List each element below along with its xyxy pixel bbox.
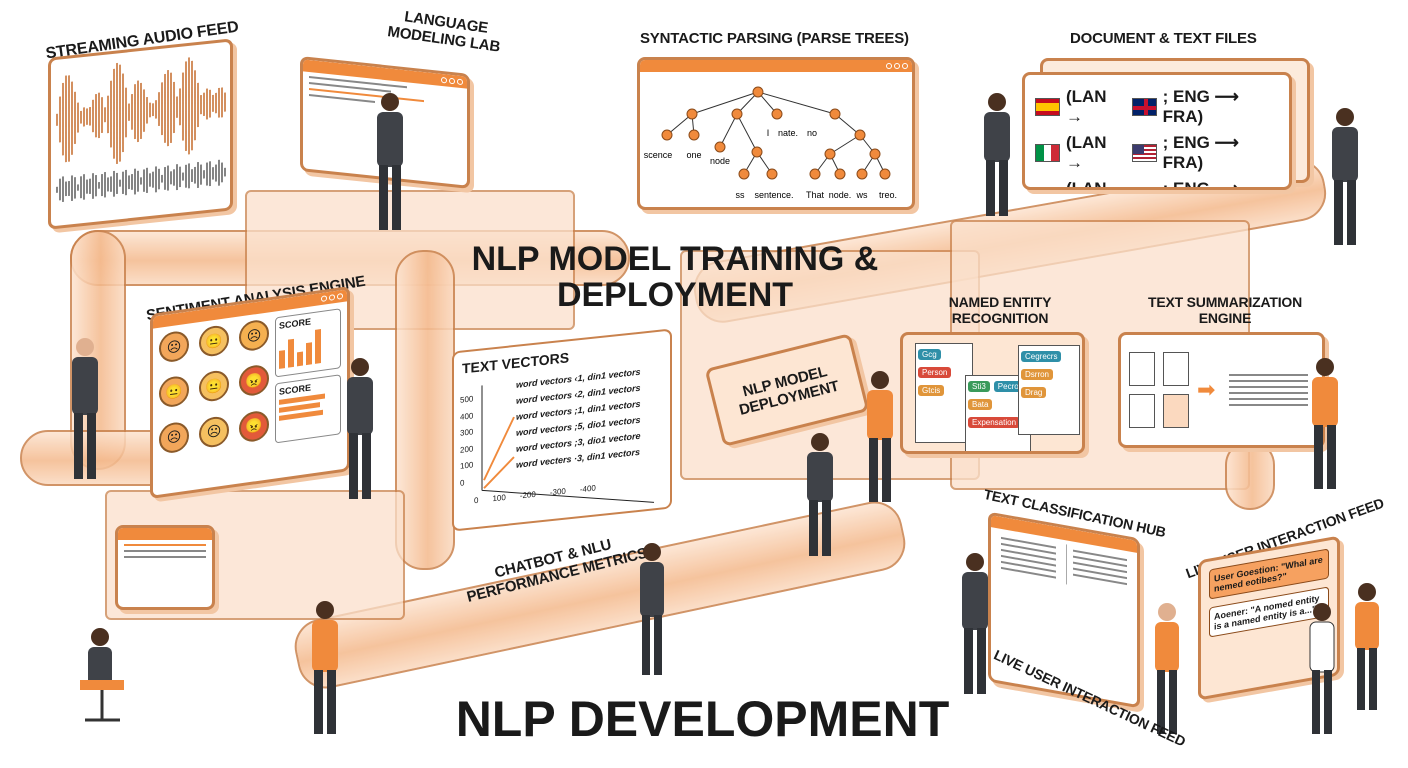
person-chatbot-woman [640, 543, 664, 675]
person-doc-reader [984, 93, 1010, 216]
person-feed-viewer [1309, 603, 1335, 734]
spain-flag-icon [1035, 98, 1060, 116]
sentiment-face-icon: 😠 [239, 408, 269, 444]
usa-flag-icon [1131, 144, 1157, 162]
bottom-title: NLP DEVELOPMENT [455, 691, 950, 747]
sentiment-screen: ☹😐☹😐😐😠☹☹😠 SCORE SCORE [150, 285, 350, 500]
ner-label: NAMED ENTITY RECOGNITION [935, 294, 1065, 326]
parse-word: no [807, 128, 817, 138]
person-feed-woman [1355, 583, 1379, 710]
audio-waveform-screen [48, 38, 233, 230]
person-tablet-woman [1155, 603, 1179, 734]
documents-panel: (LAN → ; ENG ⟶ FRA) (LAN → ; ENG ⟶ FRA) (L… [1022, 72, 1292, 190]
score-label: SCORE [279, 382, 312, 397]
main-title: NLP MODEL TRAINING & DEPLOYMENT [471, 240, 879, 314]
summarization-panel: ➡ [1118, 332, 1325, 448]
window-bar [118, 528, 212, 540]
parse-word: That [806, 190, 825, 200]
entity-tag: Gtcis [918, 385, 945, 396]
pipe-right-vertical [1225, 440, 1275, 510]
summarization-label: TEXT SUMMARIZATION ENGINE [1140, 294, 1310, 326]
translation-row: (LAN → ; ENG ⟶ FRA) [1035, 87, 1279, 127]
row-target: ; ENG ⟶ FRA) [1162, 87, 1239, 126]
sentiment-face-icon: 😐 [159, 374, 189, 410]
person-lab-researcher [377, 93, 403, 230]
parse-tree-graphic: scence one node I nate. no ss sentence. … [644, 86, 897, 200]
person-laptop-man [312, 601, 338, 734]
italy-flag-icon [1035, 144, 1060, 162]
parse-word: treo. [879, 190, 897, 200]
parsing-label: SYNTACTIC PARSING (PARSE TREES) [640, 30, 909, 47]
window-bar [640, 60, 912, 72]
entity-tag: Expensation [968, 417, 1021, 428]
uk-flag-icon [1131, 98, 1157, 116]
row-target: ; ENG ⟶ FRA) [1162, 133, 1239, 172]
parse-word: ws [856, 190, 868, 200]
deployment-label: NLP MODEL DEPLOYMENT [737, 363, 841, 419]
person-left-observer [72, 338, 98, 479]
parse-word: one [686, 150, 701, 160]
sentiment-face-icon: 😐 [199, 323, 229, 359]
entity-tag: Drag [1021, 387, 1047, 398]
entity-tag: Dsrron [1021, 369, 1054, 380]
entity-tag: Person [918, 367, 952, 378]
documents-label: DOCUMENT & TEXT FILES [1070, 30, 1257, 47]
parse-word: sentence. [754, 190, 793, 200]
entity-tag: Cegrecrs [1021, 351, 1062, 362]
parse-word: scence [644, 150, 673, 160]
parse-word: node [710, 156, 730, 166]
translation-row: (LAN → ; ENG ⟶ FRA) [1035, 179, 1279, 190]
person-laptop-user [807, 433, 833, 556]
parse-word: I [767, 128, 770, 138]
person-summary-presenter [1312, 358, 1338, 489]
person-seated-worker [80, 628, 124, 722]
waveform-graphic [56, 57, 226, 202]
row-source: (LAN → [1065, 133, 1107, 172]
row-source: (LAN → [1065, 87, 1107, 126]
language-lab-label: LANGUAGE MODELING LAB [383, 6, 507, 56]
person-sentiment-presenter [347, 358, 373, 499]
entity-tag: Sti3 [968, 381, 990, 392]
summarization-text: TEXT SUMMARIZATION ENGINE [1147, 294, 1303, 326]
person-top-right [1332, 108, 1358, 245]
arrow-right-icon: ➡ [1197, 377, 1216, 402]
person-orange-woman [867, 371, 893, 502]
sentiment-face-icon: ☹ [159, 420, 189, 455]
entity-tag: Bata [968, 399, 993, 410]
person-classification-presenter [962, 553, 988, 694]
translation-row: (LAN → ; ENG ⟶ FRA) [1035, 133, 1279, 173]
sentiment-face-icon: 😠 [239, 363, 269, 398]
entity-tag: Pecron [993, 381, 1028, 392]
row-source: (LAN → [1065, 179, 1107, 190]
ner-text: NAMED ENTITY RECOGNITION [948, 294, 1052, 326]
parse-tree-screen: scence one node I nate. no ss sentence. … [637, 57, 915, 210]
row-target: ; ENG ⟶ FRA) [1162, 179, 1239, 190]
parse-word: nate. [778, 128, 798, 138]
entity-tag: Gcg [918, 349, 941, 360]
sentiment-face-icon: 😐 [199, 369, 229, 404]
sentiment-face-icon: ☹ [159, 329, 189, 364]
parse-word: ss [736, 190, 746, 200]
sentiment-face-icon: ☹ [239, 318, 269, 353]
sentiment-face-icon: ☹ [199, 414, 229, 449]
parse-word: node. [829, 190, 852, 200]
pipe-center-column [395, 250, 455, 570]
language-lab-text: LANGUAGE MODELING LAB [386, 8, 502, 56]
workstation-monitor [115, 525, 215, 610]
